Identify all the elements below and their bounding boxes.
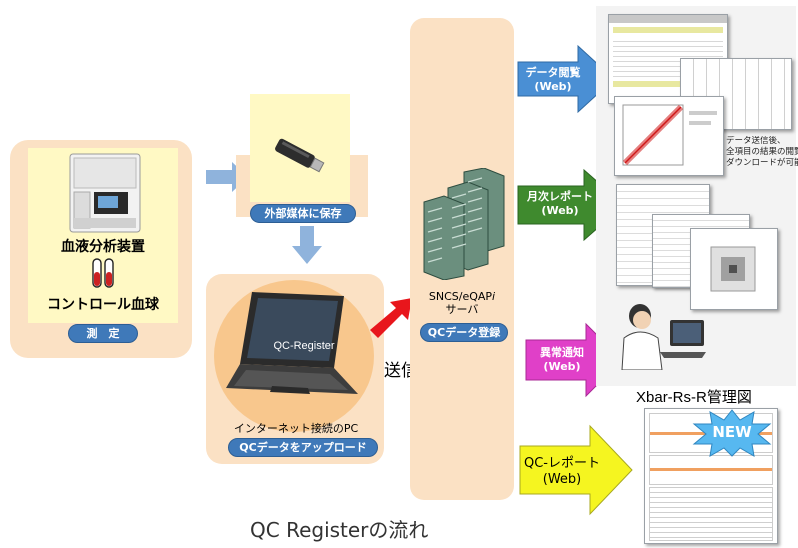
qc-report-line2: (Web) [542, 472, 582, 487]
download-note-line3: ダウンロードが可能 [726, 158, 798, 168]
download-note: データ送信後、 全項目の結果の閲覧 ダウンロードが可能 [726, 136, 798, 169]
usb-stick-icon [275, 138, 325, 173]
qc-report-arrow-icon [519, 424, 633, 516]
measure-badge: 測 定 [68, 324, 138, 343]
download-note-line2: 全項目の結果の閲覧 [726, 147, 798, 157]
pc-caption: インターネット接続のPC [233, 422, 359, 435]
anomaly-label: 異常通知 (Web) [526, 346, 598, 374]
server-racks-icon [423, 168, 505, 280]
scatter-plot-screenshot [614, 96, 724, 176]
data-view-label: データ閲覧 (Web) [518, 66, 588, 94]
server-name-line1: SNCS/eQAP [428, 290, 493, 303]
control-label: コントロール血球 [47, 297, 159, 313]
qc-report-line1: QC-レポート [523, 456, 600, 471]
xbar-title: Xbar-Rs-R管理図 [636, 389, 752, 406]
server-name: SNCS/eQAPi サーバ [410, 290, 514, 316]
data-view-line2: (Web) [534, 80, 572, 93]
register-badge: QCデータ登録 [420, 323, 508, 342]
send-label: 送信 [384, 361, 418, 381]
data-view-line1: データ閲覧 [525, 66, 581, 79]
qc-report-label: QC-レポート (Web) [520, 456, 604, 488]
analyzer-machine-icon [69, 153, 141, 233]
monthly-line2: (Web) [541, 204, 579, 217]
download-note-line1: データ送信後、 [726, 136, 786, 146]
new-burst-icon [692, 409, 772, 457]
upload-badge: QCデータをアップロード [228, 438, 378, 457]
page-title: QC Registerの流れ [250, 518, 429, 542]
person-at-laptop-icon [621, 304, 706, 370]
monthly-label: 月次レポート (Web) [520, 190, 600, 218]
server-name-line2: サーバ [445, 303, 479, 316]
laptop-icon [226, 292, 358, 394]
server-name-italic: i [492, 290, 496, 303]
send-arrow-icon [370, 298, 412, 338]
analyzer-label: 血液分析装置 [61, 239, 145, 255]
save-badge: 外部媒体に保存 [250, 204, 356, 223]
test-tubes-icon [92, 258, 114, 288]
monthly-line1: 月次レポート [527, 190, 593, 203]
laptop-screen-text: QC-Register [273, 340, 335, 352]
new-badge-text: NEW [712, 423, 752, 441]
anomaly-line1: 異常通知 [540, 346, 584, 359]
usb-inner-panel [250, 94, 350, 202]
anomaly-line2: (Web) [543, 360, 581, 373]
monthly-report-doc-3 [690, 228, 778, 310]
arrow-down-icon [292, 226, 322, 264]
